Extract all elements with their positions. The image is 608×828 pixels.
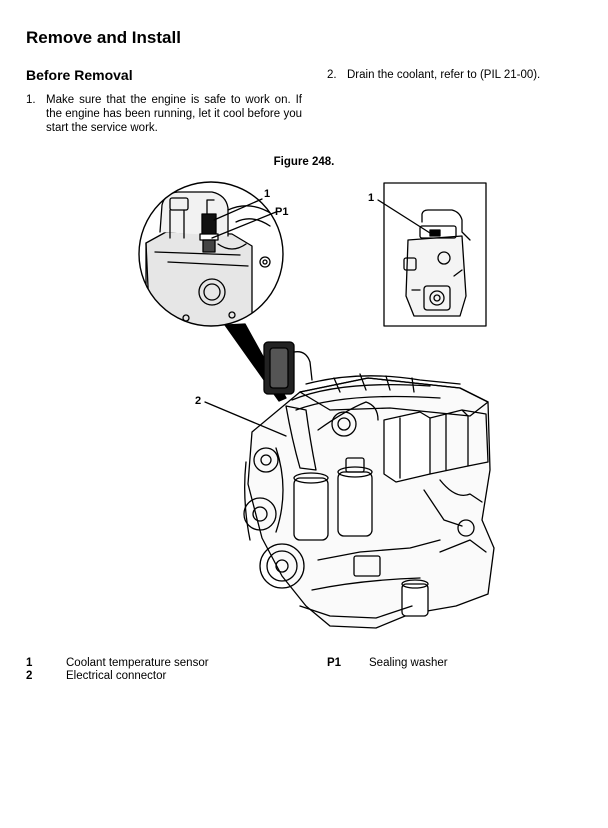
- inset-view: [403, 209, 471, 317]
- legend-item-p1: P1: [327, 657, 341, 670]
- legend-key: 2: [26, 670, 33, 682]
- legend-key: 1: [26, 657, 33, 669]
- step-1-text: Make sure that the engine is safe to wor…: [46, 94, 302, 134]
- engine-figure: 1 P1 1 2: [0, 170, 608, 640]
- legend-label: Sealing washer: [369, 657, 448, 669]
- step-1-number: 1.: [26, 94, 36, 106]
- legend-item-2: 2: [26, 670, 32, 683]
- callout-p1-detail: P1: [275, 206, 288, 218]
- detail-view: [139, 182, 283, 326]
- step-1: 1. Make sure that the engine is safe to …: [26, 93, 302, 137]
- step-2-text: Drain the coolant, refer to (PIL 21-00).: [347, 69, 541, 81]
- callout-1-inset: 1: [368, 192, 374, 204]
- engine-main-view: [243, 341, 495, 629]
- engine-illustration: 1 P1 1 2: [138, 181, 495, 629]
- section-heading: Before Removal: [26, 67, 133, 83]
- inset-frame: [383, 182, 487, 327]
- step-2-number: 2.: [327, 69, 337, 81]
- callout-2-main: 2: [195, 395, 201, 407]
- legend-key: P1: [327, 657, 342, 669]
- step-2: 2. Drain the coolant, refer to (PIL 21-0…: [327, 68, 567, 84]
- figure-caption: Figure 248.: [273, 156, 335, 168]
- legend-label: Electrical connector: [66, 670, 167, 682]
- page-title: Remove and Install: [26, 28, 181, 47]
- callout-1-detail: 1: [264, 188, 270, 200]
- legend-item-1: 1: [26, 657, 32, 670]
- legend-label: Coolant temperature sensor: [66, 657, 209, 669]
